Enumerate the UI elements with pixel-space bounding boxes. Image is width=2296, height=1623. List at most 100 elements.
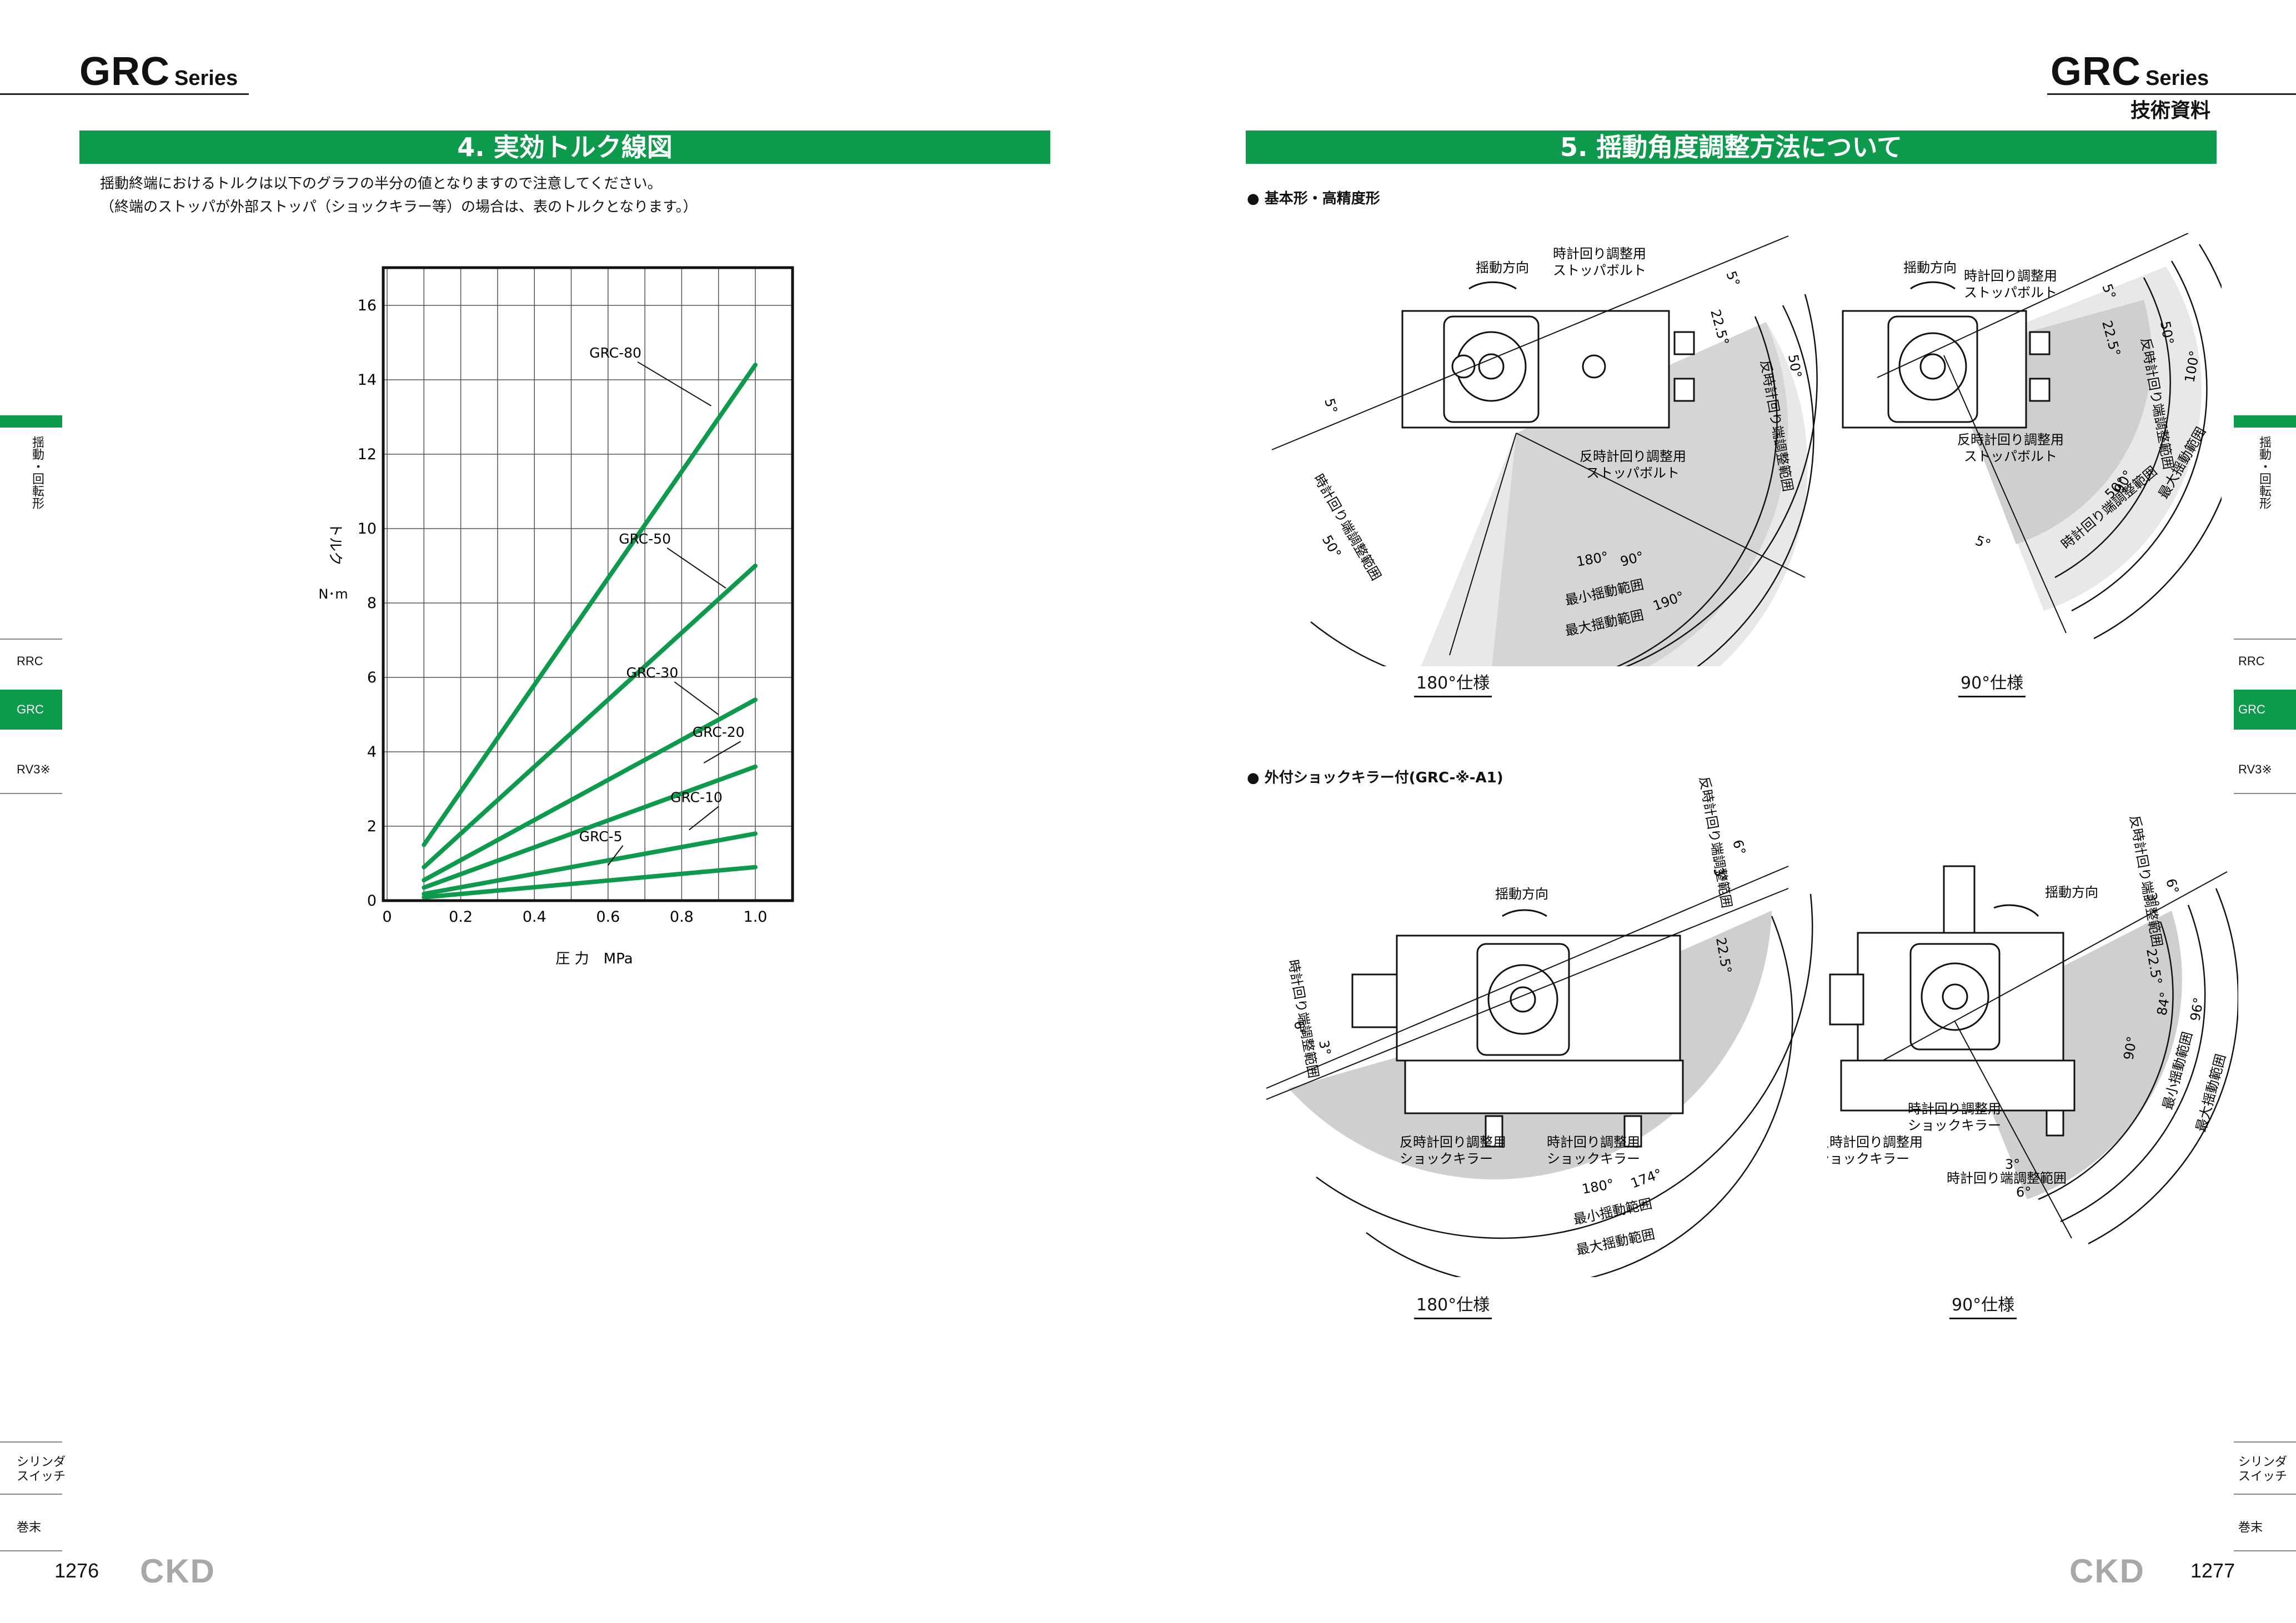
sector-dark — [1492, 322, 1788, 666]
label-ccw-adj: 反時計回り端調整範囲 — [1696, 777, 1734, 909]
intro-line-1: 揺動終端におけるトルクは以下のグラフの半分の値となりますので注意してください。 — [100, 175, 662, 192]
caption-ext-90: 90°仕様 — [1949, 1291, 2017, 1319]
arc-outer — [2093, 244, 2222, 640]
right-tab-line-3 — [2234, 1441, 2296, 1443]
chart-frame — [382, 266, 794, 902]
arc-inner — [2054, 277, 2171, 579]
series-leader — [637, 361, 711, 406]
shock-killer-top — [1943, 865, 1976, 934]
y-tick-label: 16 — [358, 297, 377, 314]
left-tab-switch[interactable]: シリンダ スイッチ — [17, 1455, 66, 1484]
y-tick-label: 14 — [358, 371, 377, 389]
basic-heading: ● 基本形・高精度形 — [1247, 190, 1380, 207]
label-a6-left: 6° — [1291, 1019, 1309, 1037]
label-ccw-shock-2: ショックキラー — [1827, 1151, 1909, 1167]
right-tab-line-2 — [2234, 793, 2296, 794]
right-tab-grc[interactable]: GRC — [2234, 690, 2296, 730]
series-line-grc-20 — [422, 764, 758, 890]
right-tab-rrc[interactable]: RRC — [2238, 654, 2265, 668]
arc-outer — [1316, 893, 1813, 1239]
stopper-bolt-upper — [1673, 331, 1695, 355]
chart-grid — [383, 268, 793, 901]
left-series-suffix: Series — [174, 67, 238, 90]
label-cw-shock-1: 時計回り調整用 — [1547, 1134, 1640, 1150]
diagram-basic-90: 揺動方向 時計回り調整用 ストッパボルト 反時計回り調整用 ストッパボルト 5°… — [1842, 233, 2222, 640]
shaft-inner — [1478, 353, 1505, 380]
stopper-bolt-upper — [2029, 331, 2051, 355]
right-tab-line-4 — [2234, 1494, 2296, 1495]
rotation-arrow — [1910, 281, 1956, 290]
label-a6-top: 6° — [1729, 838, 1748, 857]
guide-line-1 — [1266, 888, 1789, 1100]
right-tab-switch[interactable]: シリンダ スイッチ — [2238, 1455, 2287, 1484]
x-tick-label: 1.0 — [744, 908, 768, 926]
left-tab-line-5 — [0, 1550, 62, 1551]
shock-killer-left — [1485, 1115, 1503, 1148]
series-leader — [666, 547, 726, 589]
right-tab-category-block — [2234, 415, 2296, 428]
chart-xlabel: 圧 力 MPa — [555, 951, 633, 967]
right-tab-rv3[interactable]: RV3※ — [2238, 762, 2272, 776]
diagram-ext-180: 揺動方向 反時計回り端調整範囲 6° 3° 22.5° 時計回り端調整範囲 6°… — [1266, 777, 1813, 1277]
arc-inner — [2038, 921, 2174, 1200]
right-section-bar: 5. 揺動角度調整方法について — [1246, 130, 2217, 164]
label-cw-bolt-2: ストッパボルト — [1553, 263, 1646, 278]
left-tab-category: 揺動・回転形 — [30, 436, 44, 509]
left-tab-line-3 — [0, 1441, 62, 1443]
chart-lines — [422, 363, 758, 900]
left-tab-end[interactable]: 巻末 — [17, 1520, 42, 1534]
label-cw-bolt-1: 時計回り調整用 — [1964, 268, 2057, 284]
y-tick-label: 0 — [367, 892, 377, 910]
label-cw-adj: 時計回り端調整範囲 — [1947, 1170, 2067, 1186]
right-page-number: 1277 — [2190, 1559, 2235, 1582]
series-label-grc-20: GRC-20 — [693, 724, 745, 740]
shaft-inner — [1919, 353, 1946, 380]
label-a5-left: 5° — [1321, 396, 1340, 415]
x-tick-label: 0.4 — [523, 908, 547, 926]
series-leader — [608, 845, 624, 866]
left-tab-line-1 — [0, 639, 62, 640]
right-subtitle: 技術資料 — [2130, 99, 2211, 122]
caption-ext-180: 180°仕様 — [1414, 1291, 1492, 1319]
label-ccw-shock-2: ショックキラー — [1400, 1151, 1493, 1167]
left-tab-rv3[interactable]: RV3※ — [17, 762, 51, 776]
external-heading: ● 外付ショックキラー付(GRC-※-A1) — [1247, 770, 1503, 786]
guide-line-2 — [1954, 1021, 2072, 1239]
right-tab-line-1 — [2234, 639, 2296, 640]
label-rotation-dir: 揺動方向 — [2045, 885, 2098, 900]
label-a5-top: 5° — [1723, 269, 1743, 288]
arc-inner — [1616, 316, 1778, 666]
shock-killer-right — [1623, 1115, 1642, 1148]
label-a6-bottom: 6° — [2016, 1184, 2031, 1200]
label-max-range: 最大揺動範囲 — [2193, 1052, 2229, 1133]
side-fitting — [1829, 973, 1864, 1026]
left-tab-rrc[interactable]: RRC — [17, 654, 43, 668]
left-tab-switch-1: シリンダ — [17, 1455, 66, 1469]
label-ccw-bolt-1: 反時計回り調整用 — [1957, 432, 2064, 448]
left-intro: 揺動終端におけるトルクは以下のグラフの半分の値となりますので注意してください。 … — [100, 172, 698, 219]
right-tab-end[interactable]: 巻末 — [2238, 1520, 2263, 1534]
label-cw-shock-1: 時計回り調整用 — [1908, 1101, 2001, 1117]
chart-yunit: N･m — [318, 586, 348, 602]
diagram-basic-180: 揺動方向 時計回り調整用 ストッパボルト 反時計回り調整用 ストッパボルト 5°… — [1271, 235, 1818, 666]
label-cw-adj: 時計回り端調整範囲 — [1311, 471, 1384, 583]
y-tick-label: 8 — [367, 595, 377, 612]
label-max-range: 最大揺動範囲 — [1575, 1227, 1656, 1258]
right-series-name: GRC — [2051, 49, 2141, 94]
series-label-grc-10: GRC-10 — [670, 789, 723, 805]
right-tab-line-5 — [2234, 1550, 2296, 1551]
rotation-arrow — [1502, 909, 1547, 917]
right-tab-switch-2: スイッチ — [2238, 1469, 2288, 1483]
rotation-arrow — [1468, 281, 1517, 290]
left-ckd-logo: CKD — [140, 1552, 215, 1590]
right-tab-switch-1: シリンダ — [2238, 1455, 2288, 1469]
left-tab-grc[interactable]: GRC — [0, 690, 62, 730]
y-tick-label: 2 — [367, 818, 377, 835]
left-section-bar: 4. 実効トルク線図 — [79, 130, 1050, 164]
x-tick-label: 0.2 — [449, 908, 473, 926]
label-rotation-dir: 揺動方向 — [1903, 260, 1957, 275]
label-cw-adj: 時計回り端調整範囲 — [1285, 958, 1321, 1079]
